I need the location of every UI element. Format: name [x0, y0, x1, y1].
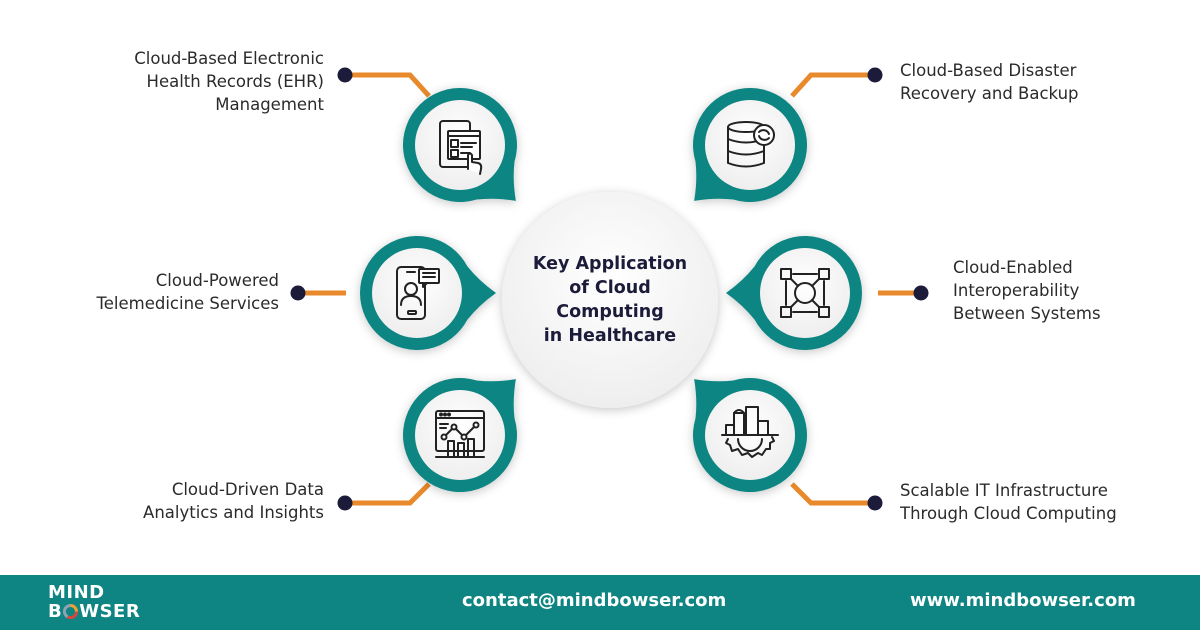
bubble-telemedicine [360, 236, 496, 350]
bubble-inner [415, 390, 505, 480]
label-line: Through Cloud Computing [900, 504, 1117, 523]
connector-ehr [352, 72, 431, 98]
connector-dots [290, 67, 929, 511]
label-line: Cloud-Based Disaster [900, 61, 1077, 80]
center-circle [502, 192, 718, 408]
logo-ring-icon [63, 604, 79, 619]
dot-analytics [337, 495, 353, 511]
label-line: Scalable IT Infrastructure [900, 481, 1108, 500]
label-analytics: Cloud-Driven Data Analytics and Insights [143, 478, 324, 524]
bubble-inner [372, 248, 462, 338]
center-title: Key Application of Cloud Computing in He… [505, 195, 715, 405]
center-title-line: Computing [556, 302, 664, 322]
label-line: Between Systems [953, 304, 1101, 323]
connector-analytics [352, 482, 431, 506]
phone-doctor-icon [396, 266, 440, 320]
connector-infrastructure [790, 482, 868, 506]
database-sync-icon [727, 121, 775, 168]
label-interoperability: Cloud-Enabled Interoperability Between S… [953, 256, 1101, 325]
label-line: Telemedicine Services [96, 294, 279, 313]
label-line: Interoperability [953, 281, 1080, 300]
city-gear-icon [721, 406, 779, 458]
bubble-inner [705, 100, 795, 190]
label-line: Health Records (EHR) [146, 72, 324, 91]
label-line: Cloud-Enabled [953, 258, 1073, 277]
label-telemedicine: Cloud-Powered Telemedicine Services [96, 269, 279, 315]
label-line: Cloud-Based Electronic [134, 49, 324, 68]
logo-text-rest: WSER [79, 601, 141, 622]
label-line: Cloud-Powered [155, 271, 279, 290]
logo-text-top: MIND [48, 582, 105, 603]
connector-disaster [790, 72, 868, 98]
footer-bar: MIND B WSER contact@mindbowser.com www.m… [0, 575, 1200, 630]
label-infrastructure: Scalable IT Infrastructure Through Cloud… [900, 479, 1117, 525]
label-line: Recovery and Backup [900, 84, 1079, 103]
label-disaster: Cloud-Based Disaster Recovery and Backup [900, 59, 1079, 105]
connectors [305, 72, 915, 506]
dot-disaster [867, 67, 883, 83]
bubble-interoperability [726, 236, 862, 350]
dot-infrastructure [867, 495, 883, 511]
logo-text-b: B [48, 601, 63, 622]
center-title-line: in Healthcare [543, 326, 677, 346]
network-nodes-icon [780, 268, 830, 318]
center-title-line: Key Application [532, 254, 688, 274]
mindbowser-logo[interactable]: MIND B WSER [48, 583, 140, 621]
label-ehr: Cloud-Based Electronic Health Records (E… [134, 47, 324, 116]
bubble-infrastructure [693, 378, 807, 492]
analytics-dashboard-icon [435, 410, 485, 458]
bubble-disaster [693, 88, 807, 203]
dot-interoperability [913, 285, 929, 301]
center-title-line: of Cloud [569, 278, 651, 298]
bubble-ehr [403, 88, 517, 202]
bubble-analytics [403, 378, 517, 492]
tablet-records-icon [439, 120, 483, 175]
dot-telemedicine [290, 285, 306, 301]
website-link[interactable]: www.mindbowser.com [910, 590, 1136, 611]
label-line: Cloud-Driven Data [171, 480, 324, 499]
contact-email-link[interactable]: contact@mindbowser.com [462, 590, 727, 611]
label-line: Analytics and Insights [143, 503, 324, 522]
label-line: Management [215, 95, 324, 114]
infographic-diagram [290, 67, 929, 511]
bubble-inner [760, 248, 850, 338]
dot-ehr [337, 67, 353, 83]
